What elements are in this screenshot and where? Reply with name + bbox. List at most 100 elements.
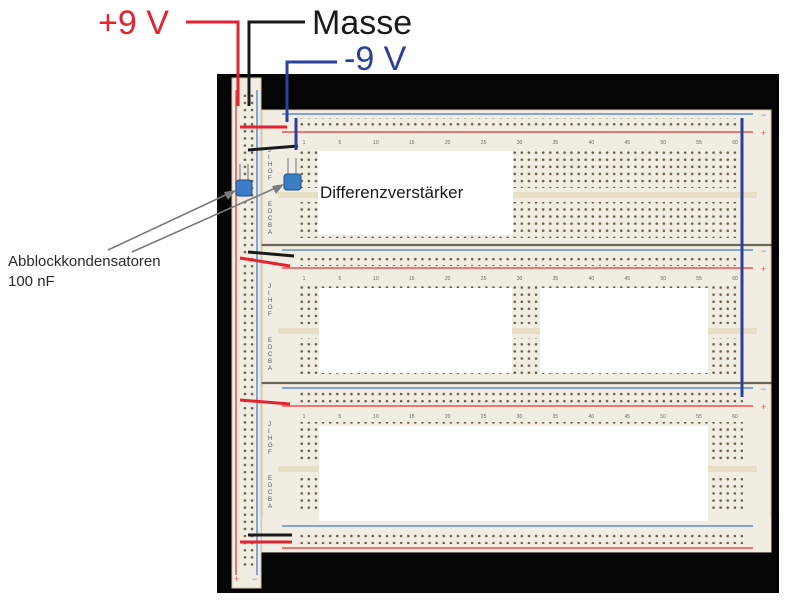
column-number: 50 [660,276,666,282]
row-letter: J [268,422,271,428]
row-letter: I [268,291,270,297]
jumper-wire-plus [239,398,291,406]
row-letter: F [268,312,272,318]
rail-sign-plus: + [761,402,766,412]
minus-supply-wire [285,60,337,122]
column-number: 20 [445,414,451,420]
rail-sign-minus: − [761,246,766,256]
empty-area [540,288,708,373]
rail-holes [300,118,743,130]
rail-sign-minus: − [252,574,257,584]
row-letter: C [268,352,273,358]
capacitor-arrowhead [272,184,284,194]
empty-area [319,288,512,373]
column-number: 1 [303,414,306,420]
row-letter: A [268,366,272,372]
column-number: 50 [660,140,666,146]
column-number: 40 [589,140,595,146]
column-number: 45 [624,276,630,282]
column-number: 50 [660,414,666,420]
rail-holes [300,531,743,544]
column-number: 5 [339,414,342,420]
row-letter: J [268,148,271,154]
row-letter: A [268,504,272,510]
differential-amplifier-area [318,151,513,235]
bypass-capacitor-label: Abblockkondensatoren 100 nF [8,252,161,292]
plus-9v-label: +9 V [98,4,169,42]
column-number: 55 [696,414,702,420]
column-number: 1 [303,276,306,282]
row-letter: H [268,436,272,442]
column-number: 20 [445,276,451,282]
row-letter: C [268,216,273,222]
column-number: 35 [553,414,559,420]
bypass-capacitor-label-line1: Abblockkondensatoren [8,253,161,270]
row-letter: E [268,202,272,208]
vertical-rail-holes [240,94,254,570]
row-letter: C [268,490,273,496]
rail-sign-plus: + [761,264,766,274]
column-number: 35 [553,140,559,146]
column-number: 20 [445,140,451,146]
capacitor-arrow [107,191,233,251]
column-number: 25 [481,276,487,282]
row-letter: G [268,305,273,311]
row-letter: H [268,298,272,304]
column-number: 15 [409,276,415,282]
jumper-wire-ground [247,144,299,152]
column-number: 45 [624,414,630,420]
rail-sign-minus: − [761,384,766,394]
column-number: 55 [696,276,702,282]
row-letter: B [268,223,272,229]
capacitor-arrowhead [224,190,236,200]
column-number: 10 [373,414,379,420]
ground-supply-wire [247,20,305,106]
row-letter: G [268,169,273,175]
row-letter: H [268,162,272,168]
column-number: 30 [517,414,523,420]
plus-supply-wire [186,20,240,106]
column-number: 55 [696,140,702,146]
row-letter: J [268,284,271,290]
column-number: 35 [553,276,559,282]
row-letter: G [268,443,273,449]
row-letter: F [268,450,272,456]
column-number: 10 [373,140,379,146]
column-number: 5 [339,140,342,146]
differential-amplifier-label: Differenzverstärker [320,183,464,202]
rail-sign-plus: + [761,128,766,138]
row-letter: D [268,345,273,351]
row-letter: A [268,230,272,236]
row-letter: E [268,476,272,482]
rail-holes [300,254,743,266]
center-channel [278,192,757,198]
rail-sign-minus: − [761,110,766,120]
column-number: 45 [624,140,630,146]
column-number: 40 [589,414,595,420]
minus-9v-label: -9 V [344,40,407,78]
bypass-capacitor-left [235,179,253,197]
jumper-wire-plus [239,256,291,268]
row-letter: D [268,209,273,215]
jumper-wire-ground [247,250,295,258]
row-letter: D [268,483,273,489]
capacitor-arrow [131,185,281,253]
column-number: 15 [409,414,415,420]
empty-area [319,426,708,521]
column-number: 40 [589,276,595,282]
column-number: 60 [732,276,738,282]
column-number: 15 [409,140,415,146]
center-channel [278,328,757,334]
column-number: 25 [481,140,487,146]
bypass-capacitor-label-line2: 100 nF [8,273,55,290]
row-letter: I [268,155,270,161]
column-number: 60 [732,140,738,146]
column-number: 30 [517,276,523,282]
column-number: 60 [732,414,738,420]
column-number: 25 [481,414,487,420]
row-letter: F [268,176,272,182]
rail-sign-plus: + [234,574,239,584]
row-letter: B [268,359,272,365]
